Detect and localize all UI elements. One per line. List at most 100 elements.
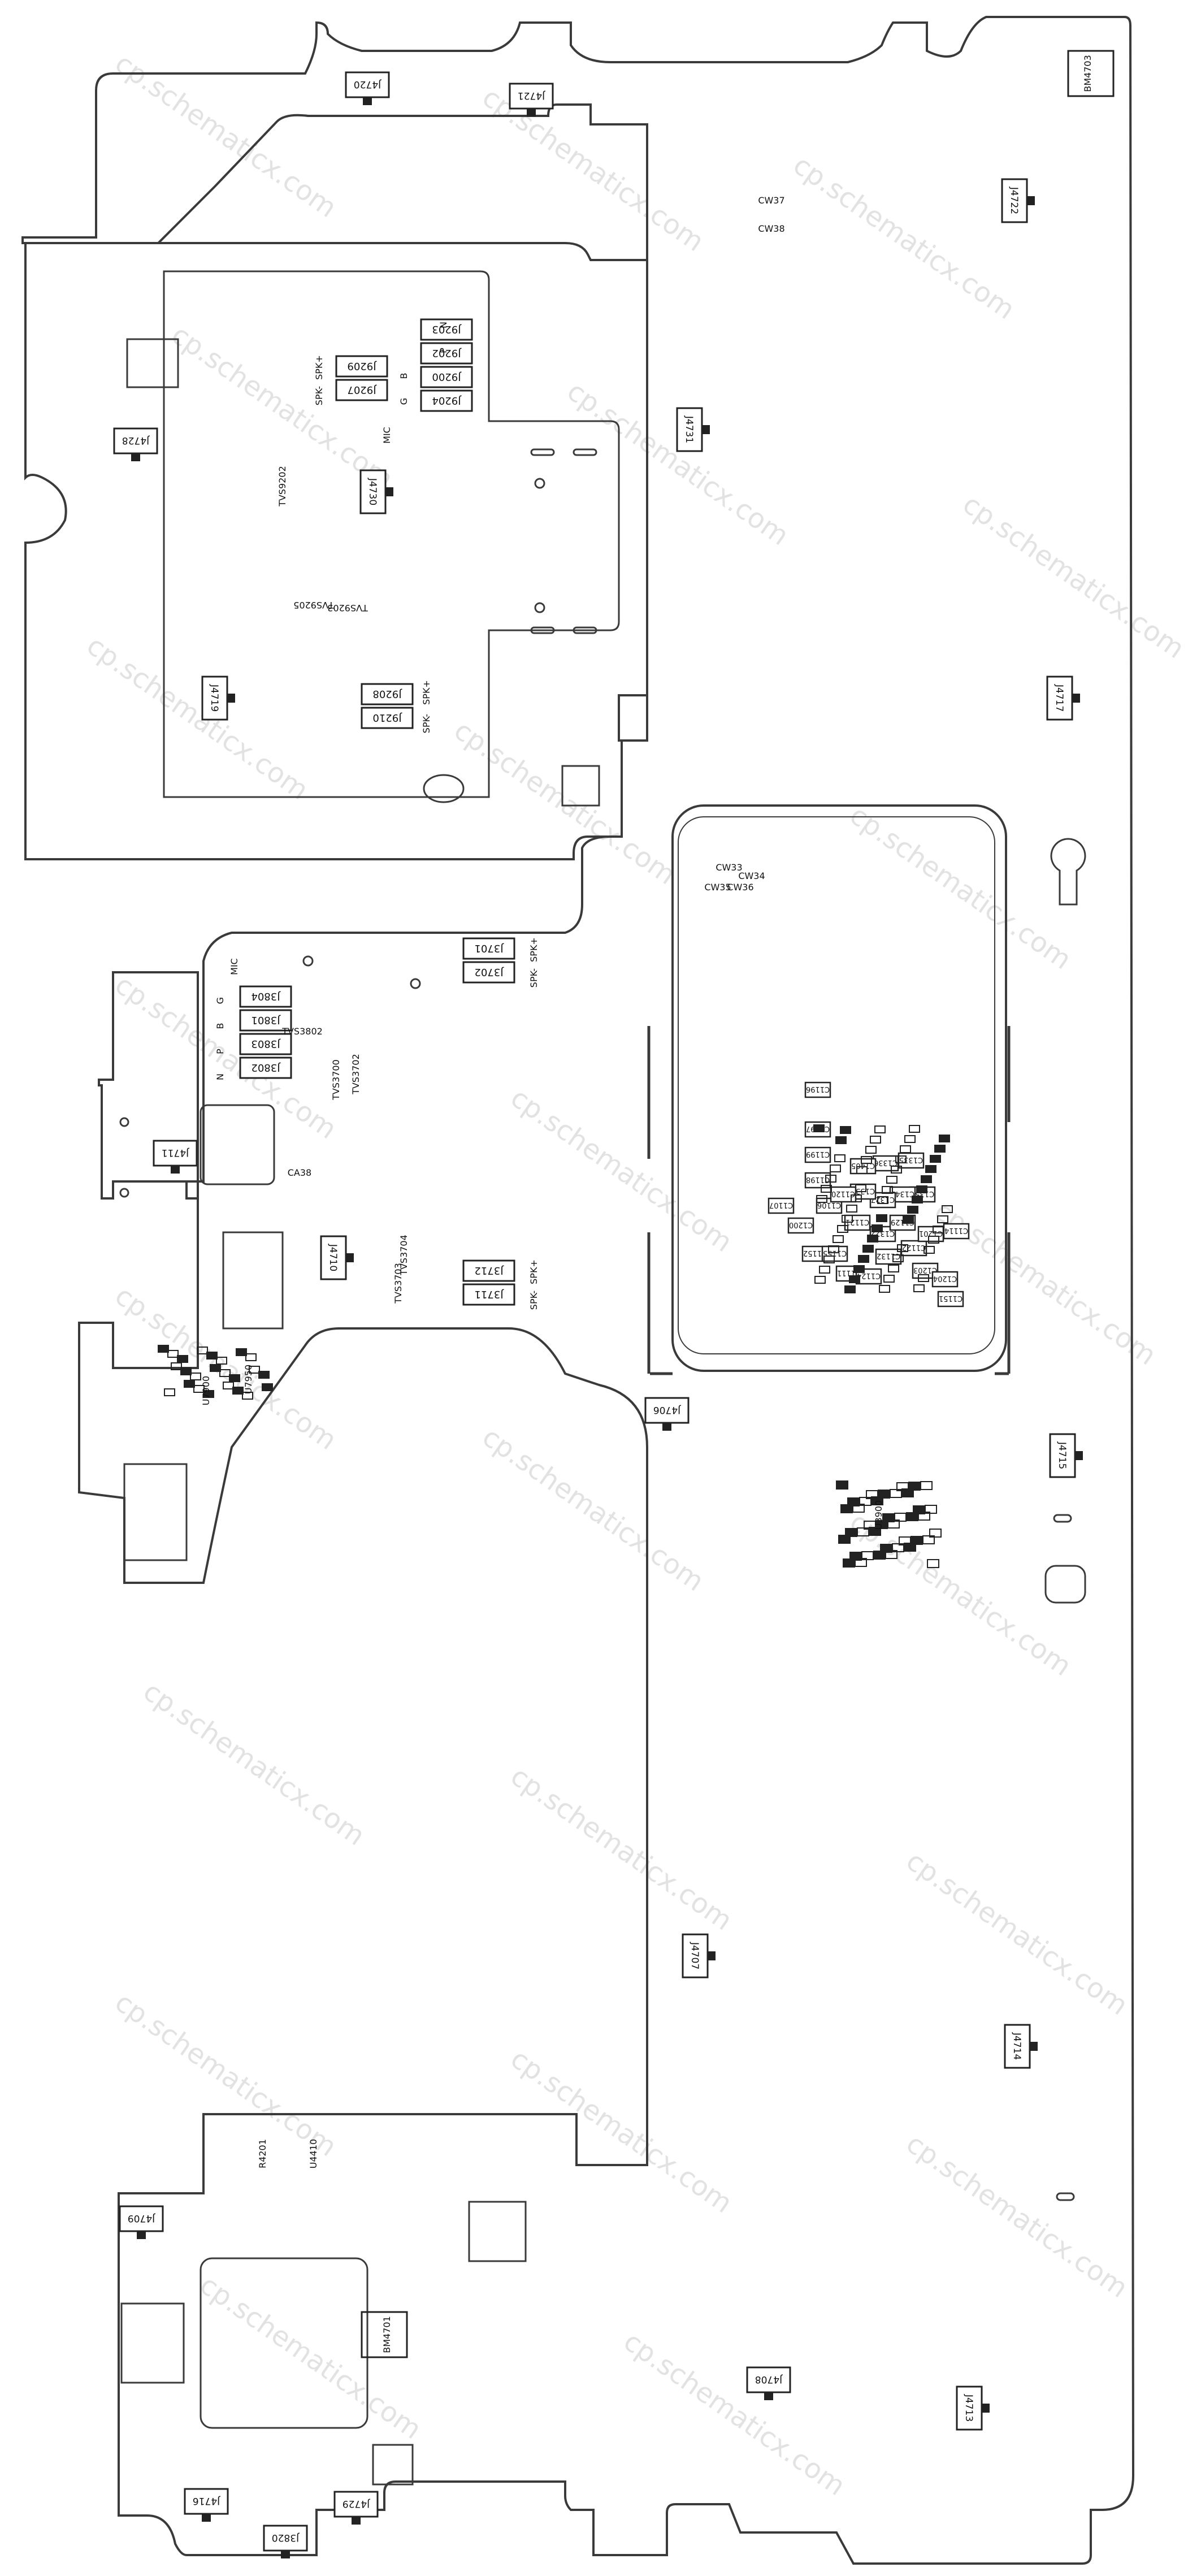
capacitor <box>931 1271 959 1288</box>
board-features <box>119 338 1086 2486</box>
silk-label: B <box>215 1023 226 1029</box>
jack-j9210: J9210 <box>361 707 414 729</box>
capacitor-label: C1198 <box>806 1175 830 1184</box>
connector-tab <box>281 2551 290 2558</box>
passive <box>828 1245 839 1253</box>
passive <box>840 1504 853 1513</box>
watermark-text: cp.schematicx.com <box>844 799 1077 976</box>
component-cluster: C1196C1197C1199C1198C1107C1106C1152C1155… <box>158 1081 970 1568</box>
passive <box>851 1194 862 1202</box>
passive <box>928 1236 939 1244</box>
via-1 <box>534 478 545 489</box>
passive <box>197 1347 208 1354</box>
passive <box>870 1136 881 1144</box>
passive <box>930 1155 941 1163</box>
watermark-text: cp.schematicx.com <box>109 1986 342 2163</box>
passive <box>821 1185 832 1193</box>
silk-label: SPK- <box>421 714 432 733</box>
watermark-text: cp.schematicx.com <box>81 630 314 806</box>
passive <box>838 1535 851 1544</box>
passive <box>236 1348 247 1356</box>
passive <box>882 1513 895 1522</box>
connector-tab <box>363 97 372 105</box>
passive <box>180 1367 192 1375</box>
silk-label: G <box>398 398 409 405</box>
passive <box>842 1215 853 1223</box>
connector-j4714: J4714 <box>1004 2024 1038 2069</box>
passive <box>855 1184 866 1192</box>
capacitor <box>937 1291 964 1308</box>
passive <box>920 1481 933 1490</box>
jack-body <box>462 937 515 960</box>
chip-square-mid <box>200 1104 275 1185</box>
watermark-layer: cp.schematicx.com cp.schematicx.com cp.sch… <box>81 47 1188 2502</box>
silk-label: SPK+ <box>314 355 324 380</box>
silk-label: TVS9205 <box>293 600 335 611</box>
capacitor <box>804 1081 831 1098</box>
jack-label: J3801 <box>251 1014 280 1026</box>
passive <box>242 1392 253 1400</box>
connector-tab <box>702 425 710 434</box>
connector-body <box>263 2525 308 2552</box>
jack-j9203: J9203 <box>420 318 473 341</box>
silk-label: SPK+ <box>528 937 539 962</box>
slot-spk-3 <box>530 626 555 634</box>
pad-square-bottom-mid <box>468 2201 527 2262</box>
capacitor <box>787 1217 814 1234</box>
connector-j4731: J4731 <box>676 407 710 452</box>
connector-tab <box>202 2514 211 2522</box>
connector-label: J4707 <box>689 1942 700 1969</box>
bga-large <box>200 2257 368 2429</box>
jack-body <box>462 1259 515 1282</box>
jack-body <box>239 1009 292 1032</box>
passive <box>864 1521 876 1530</box>
watermark-text: cp.schematicx.com <box>957 488 1188 665</box>
capacitor-label: C1200 <box>789 1220 813 1229</box>
passive <box>862 1245 874 1253</box>
connector-tab <box>1072 694 1080 703</box>
pad-rounded-right <box>1044 1565 1086 1604</box>
jack-j9202: J9202 <box>420 342 473 365</box>
passive <box>925 1165 936 1173</box>
watermark-text: cp.schematicx.com <box>505 2043 738 2219</box>
capacitor-label: C1327 <box>871 1195 895 1203</box>
area-square-mid <box>222 1231 284 1330</box>
passive <box>892 1254 904 1262</box>
passive <box>845 1528 857 1537</box>
silk-label: U7900 <box>201 1376 211 1405</box>
passive <box>888 1265 899 1272</box>
connector-tab <box>131 453 140 461</box>
passive <box>867 1235 878 1242</box>
jack-j3711: J3711 <box>462 1283 515 1306</box>
connector-label: J4709 <box>128 2213 155 2224</box>
jack-label: J3701 <box>474 942 504 954</box>
connector-label: J4708 <box>755 2374 783 2385</box>
connector-tab <box>171 1166 180 1174</box>
silk-label: TVS3704 <box>398 1235 409 1276</box>
via-5 <box>119 1117 129 1127</box>
connector-j4710: J4710 <box>320 1235 354 1280</box>
silk-label: CA38 <box>288 1167 311 1178</box>
via-2 <box>534 602 545 613</box>
connector-label: J4713 <box>963 2394 974 2422</box>
passive <box>899 1536 911 1545</box>
passive <box>877 1196 888 1204</box>
passive <box>874 1125 886 1133</box>
capacitor-label: C1331 <box>851 1187 875 1195</box>
connector-tab <box>764 2392 773 2400</box>
capacitor-label: C1196 <box>806 1085 830 1093</box>
connector-label: J4730 <box>367 478 378 505</box>
passive <box>927 1559 939 1568</box>
passive <box>840 1126 851 1134</box>
jack-body <box>239 1057 292 1079</box>
connector-j4716: J4716 <box>184 2488 229 2522</box>
passive <box>933 1226 944 1233</box>
capacitor-label: C1336 <box>874 1158 897 1167</box>
passive <box>833 1235 844 1243</box>
connector-j4707: J4707 <box>682 1933 716 1978</box>
silk-label: TVS3802 <box>281 1026 323 1037</box>
connector-tab <box>1027 196 1035 205</box>
silk-label: N <box>438 322 449 328</box>
oval-hole-speaker <box>423 774 465 803</box>
connector-tab <box>352 2517 361 2525</box>
